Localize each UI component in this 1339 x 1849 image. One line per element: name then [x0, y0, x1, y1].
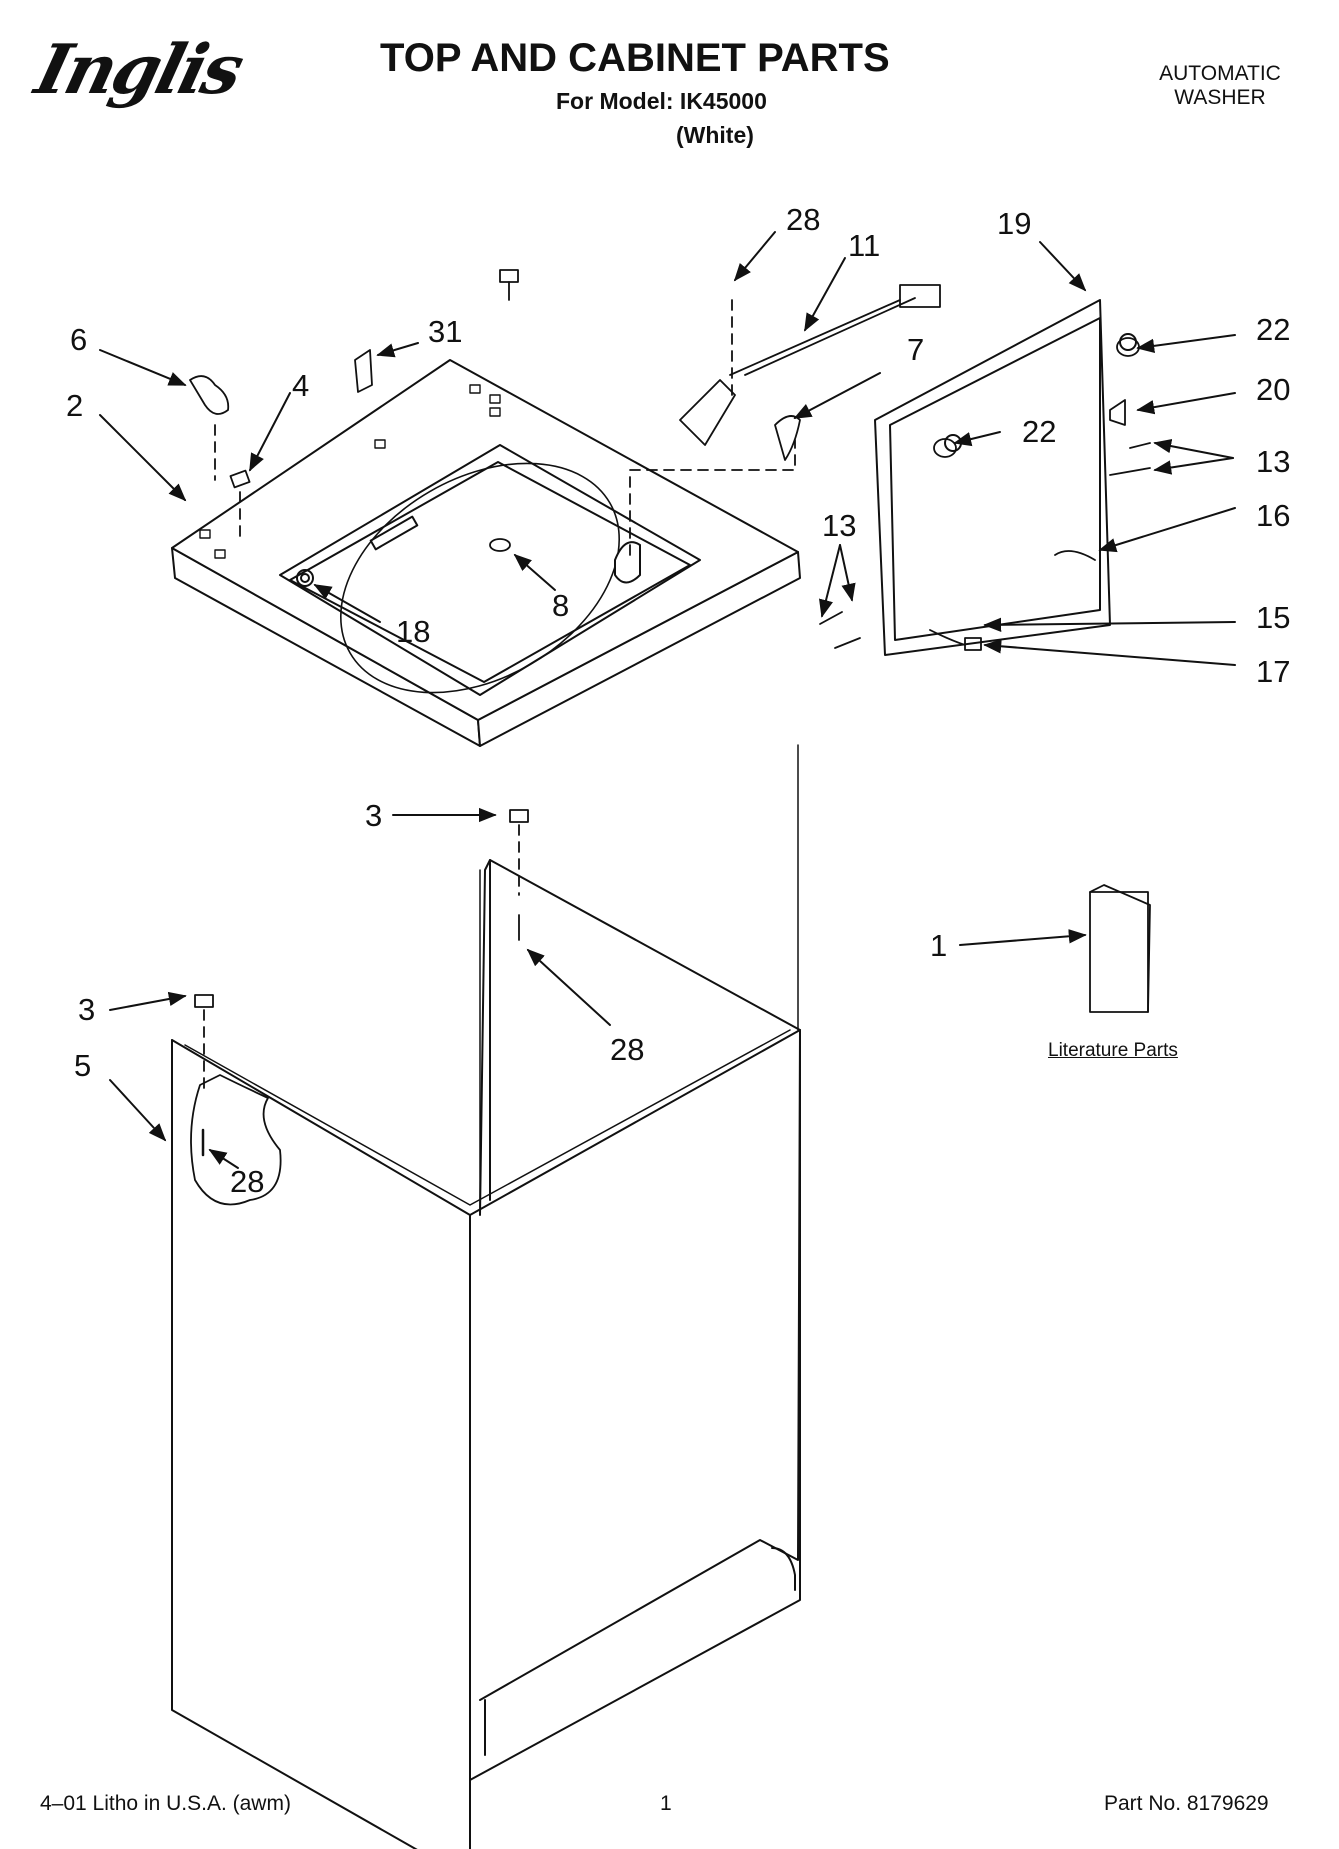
variant-label: (White) — [676, 122, 754, 148]
footer-part-number: Part No. 8179629 — [1104, 1792, 1269, 1815]
washer-cabinet — [171, 744, 801, 1849]
dashed-leaders — [203, 299, 796, 1091]
callout-20: 20 — [1256, 372, 1291, 407]
callout-22-lower: 22 — [1022, 414, 1057, 449]
callout-13-right: 13 — [1256, 444, 1291, 479]
callout-arrows — [99, 231, 1236, 1169]
product-type-line2: WASHER — [1174, 86, 1266, 109]
callout-28-screw: 28 — [786, 202, 821, 237]
footer-page-number: 1 — [660, 1792, 672, 1815]
page-title: TOP AND CABINET PARTS — [380, 36, 890, 80]
callout-16: 16 — [1256, 498, 1291, 533]
callout-19-console: 19 — [997, 206, 1032, 241]
callout-11-harness: 11 — [848, 228, 881, 263]
callout-28-cabinet: 28 — [610, 1032, 645, 1067]
washer-top-panel — [171, 359, 801, 747]
small-parts — [189, 269, 1151, 1013]
callout-13-left: 13 — [822, 508, 857, 543]
callout-2: 2 — [66, 388, 84, 423]
footer-print-info: 4–01 Litho in U.S.A. (awm) — [40, 1792, 291, 1815]
control-console — [874, 299, 1137, 656]
callout-1-literature: 1 — [930, 928, 948, 963]
callout-6: 6 — [70, 322, 88, 357]
callout-31: 31 — [428, 314, 463, 349]
model-line: For Model: IK45000 — [556, 88, 767, 114]
callout-7: 7 — [907, 332, 925, 367]
callout-8: 8 — [552, 588, 570, 623]
callout-28-corner: 28 — [230, 1164, 265, 1199]
callout-4: 4 — [292, 368, 310, 403]
product-type-line1: AUTOMATIC — [1159, 62, 1281, 85]
callout-17: 17 — [1256, 654, 1291, 689]
callout-3-top: 3 — [365, 798, 383, 833]
callout-22-upper: 22 — [1256, 312, 1291, 347]
literature-parts-label: Literature Parts — [1048, 1040, 1178, 1061]
callout-3-left: 3 — [78, 992, 96, 1027]
callout-18: 18 — [396, 614, 431, 649]
callout-15: 15 — [1256, 600, 1291, 635]
callout-5: 5 — [74, 1048, 92, 1083]
